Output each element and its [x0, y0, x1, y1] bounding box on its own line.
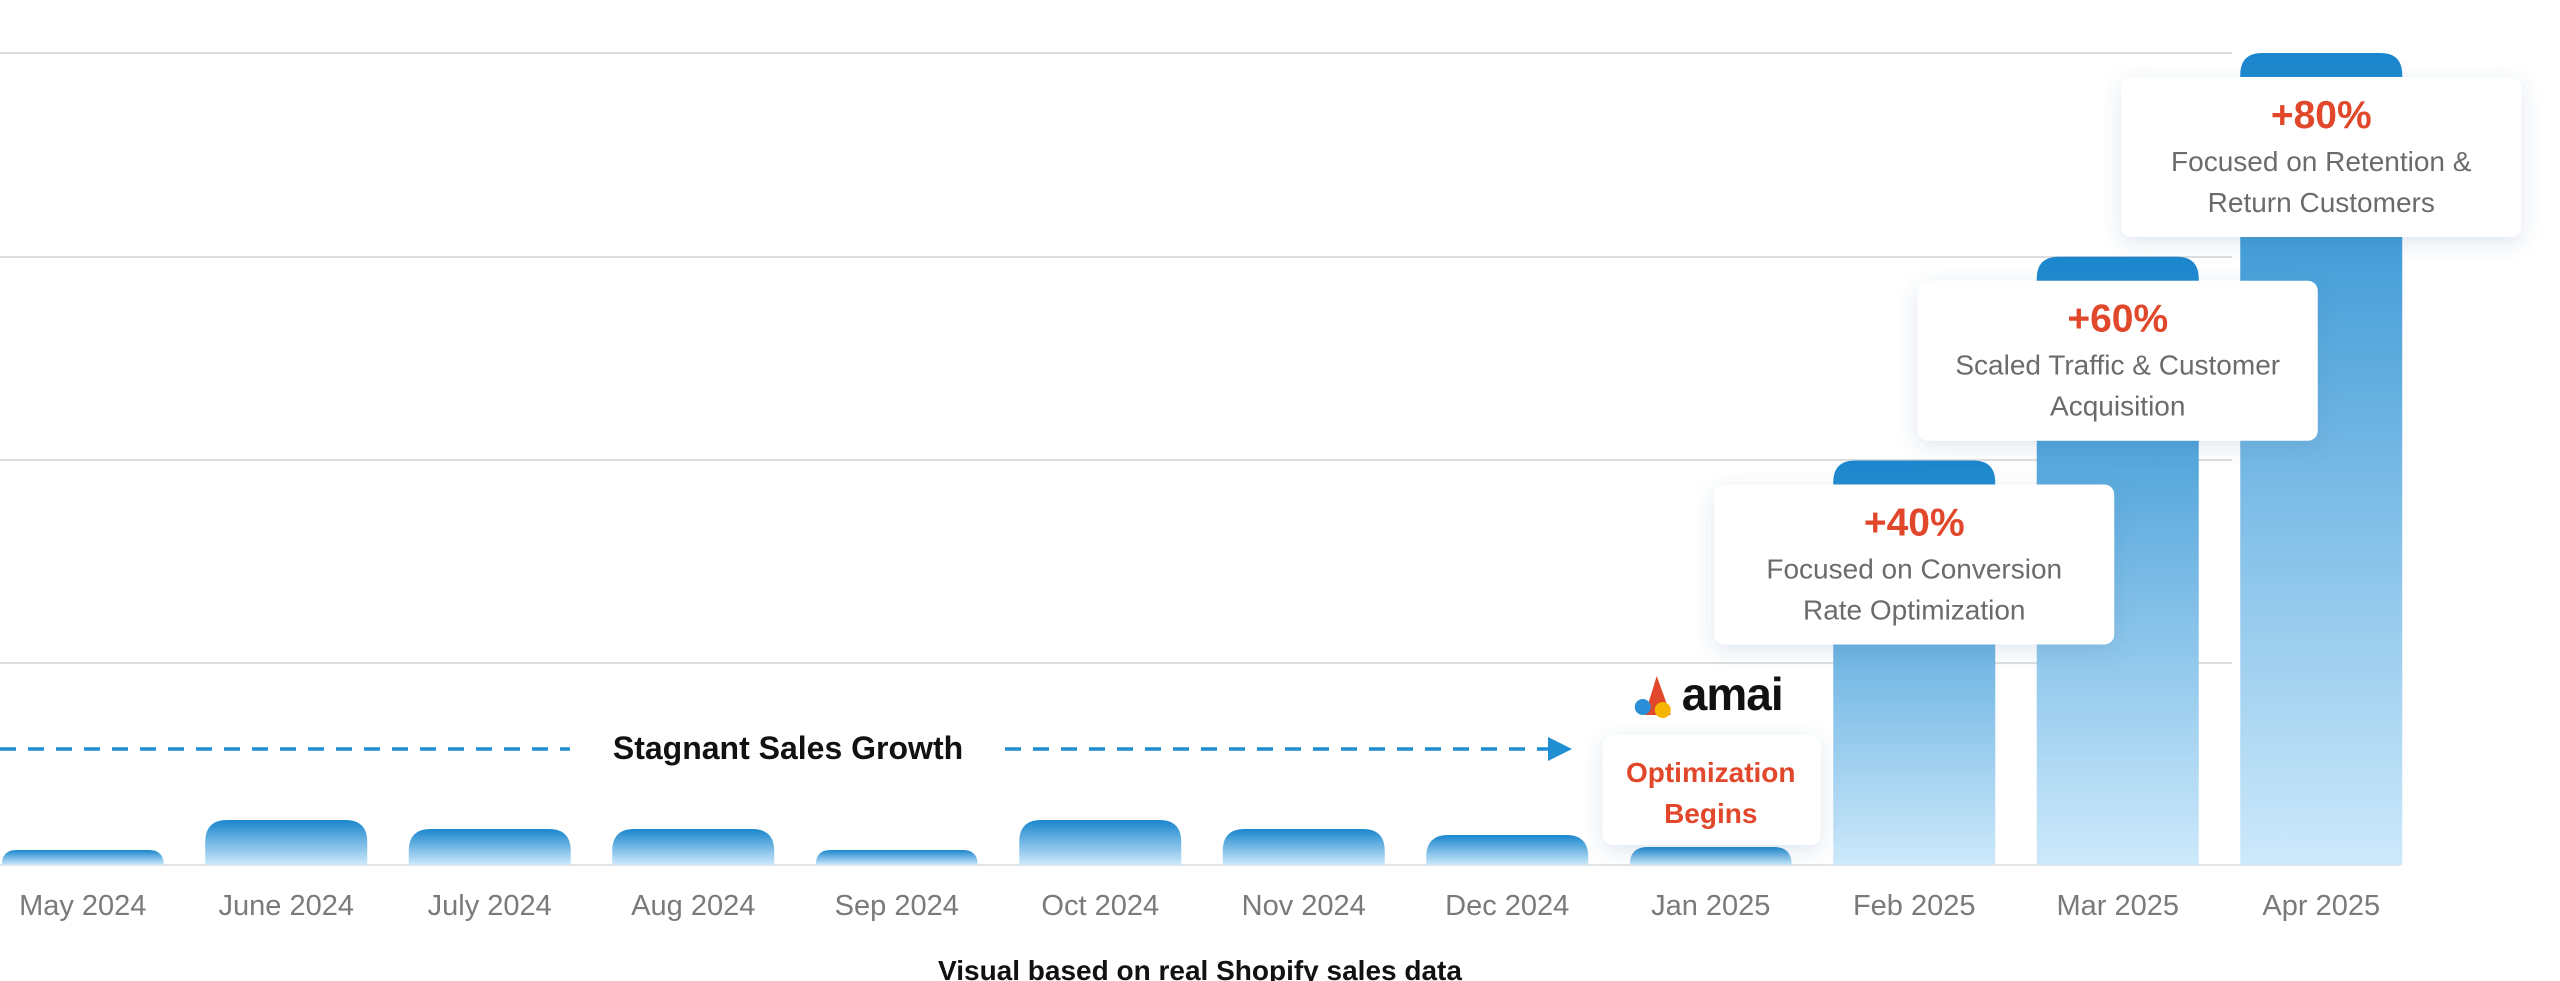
annotation-title: +60% — [2067, 298, 2168, 341]
annotation-text: Return Customers — [2208, 187, 2435, 218]
brand-name: amai — [1682, 668, 1783, 720]
annotation-text: Scaled Traffic & Customer — [1955, 350, 2280, 381]
x-tick-label: July 2024 — [428, 890, 552, 922]
bar-apr-2025 — [2240, 53, 2403, 865]
annotation-card — [2121, 77, 2522, 237]
bar-nov-2024 — [1222, 829, 1385, 865]
bar-dec-2024 — [1426, 835, 1589, 865]
x-tick-label: Sep 2024 — [835, 890, 959, 922]
x-tick-label: Aug 2024 — [631, 890, 755, 922]
annotation-text: Rate Optimization — [1803, 594, 2026, 625]
footnote: Visual based on real Shopify sales data — [938, 955, 1462, 981]
milestone-text: Begins — [1664, 798, 1757, 829]
x-tick-label: Feb 2025 — [1853, 890, 1976, 922]
x-tick-label: Apr 2025 — [2262, 890, 2380, 922]
x-tick-label: June 2024 — [219, 890, 354, 922]
stagnant-trend: Stagnant Sales Growth — [0, 730, 1572, 766]
annotation-card — [1714, 484, 2115, 645]
trend-label: Stagnant Sales Growth — [613, 730, 963, 766]
annotation-text: Focused on Conversion — [1766, 553, 2062, 584]
x-tick-label: May 2024 — [19, 890, 146, 922]
x-tick-label: Oct 2024 — [1041, 890, 1159, 922]
annotation-text: Acquisition — [2050, 391, 2185, 422]
bar-may-2024 — [1, 850, 164, 865]
x-tick-label: Nov 2024 — [1242, 890, 1366, 922]
arrow-head — [1548, 737, 1572, 761]
milestone-text: Optimization — [1626, 757, 1796, 788]
bar-aug-2024 — [612, 829, 775, 865]
annotation-text: Focused on Retention & — [2171, 146, 2472, 177]
bar-june-2024 — [205, 820, 368, 865]
x-axis-labels: May 2024 June 2024 July 2024 Aug 2024 Sep 20… — [19, 890, 2380, 922]
annotation-card — [1917, 280, 2318, 441]
bar-july-2024 — [408, 829, 571, 865]
bar-jan-2025 — [1629, 847, 1792, 865]
logo-dot-blue — [1634, 699, 1651, 715]
x-tick-label: Jan 2025 — [1651, 890, 1770, 922]
bar-oct-2024 — [1019, 820, 1182, 865]
annotation-apr-2025: +80% Focused on Retention & Return Custome… — [2121, 77, 2522, 237]
logo-dot-yellow — [1654, 702, 1671, 718]
milestone-card — [1602, 735, 1821, 845]
annotation-title: +40% — [1864, 501, 1965, 544]
bars — [1, 53, 2403, 865]
x-tick-label: Mar 2025 — [2056, 890, 2179, 922]
amai-logo: amai — [1634, 668, 1784, 720]
annotation-title: +80% — [2271, 94, 2372, 137]
bar-sep-2024 — [815, 850, 978, 865]
x-tick-label: Dec 2024 — [1445, 890, 1569, 922]
